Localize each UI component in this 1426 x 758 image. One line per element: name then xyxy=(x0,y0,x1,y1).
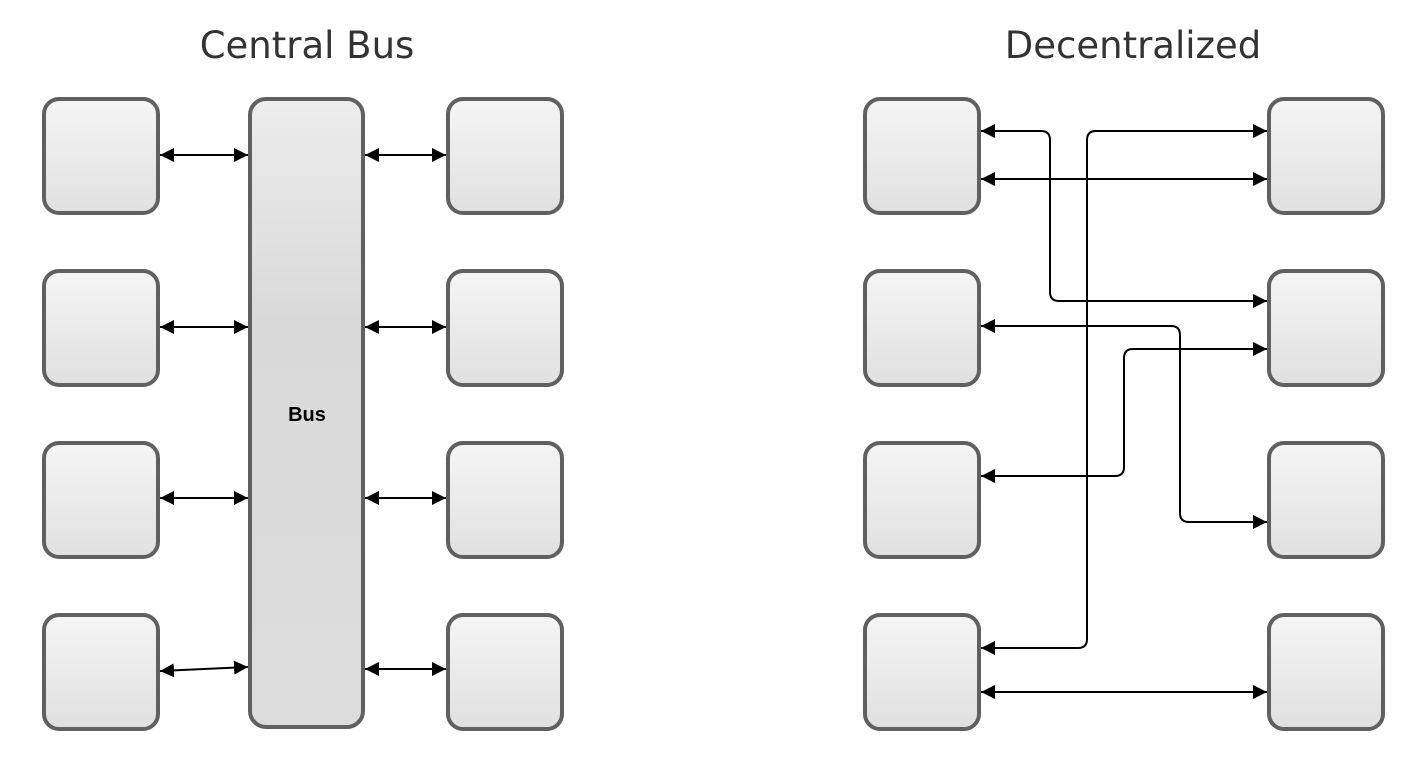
mesh-node-left-2 xyxy=(863,269,981,387)
bus-connector-left-4 xyxy=(159,660,249,678)
mesh-node-right-3 xyxy=(1267,441,1385,559)
decentralized-diagram: Decentralized xyxy=(863,24,1385,731)
mesh-connector-l1-r2 xyxy=(981,124,1267,308)
mesh-node-right-4 xyxy=(1267,613,1385,731)
central-bus-title: Central Bus xyxy=(200,24,415,67)
mesh-node-right-2 xyxy=(1267,269,1385,387)
decentralized-title: Decentralized xyxy=(1005,24,1261,67)
bus-node-left-2 xyxy=(42,269,160,387)
bus-node-right-3 xyxy=(446,441,564,559)
mesh-node-right-1 xyxy=(1267,97,1385,215)
mesh-node-left-1 xyxy=(863,97,981,215)
mesh-node-left-4 xyxy=(863,613,981,731)
bus-node-right-2 xyxy=(446,269,564,387)
mesh-connector-l3-r2 xyxy=(981,342,1267,483)
bus-node-right-1 xyxy=(446,97,564,215)
bus-bar xyxy=(248,97,365,729)
central-bus-diagram: Central Bus Bus xyxy=(42,24,564,731)
bus-node-left-3 xyxy=(42,441,160,559)
bus-node-right-4 xyxy=(446,613,564,731)
mesh-node-left-3 xyxy=(863,441,981,559)
bus-label: Bus xyxy=(288,404,326,426)
bus-node-left-1 xyxy=(42,97,160,215)
bus-node-left-4 xyxy=(42,613,160,731)
